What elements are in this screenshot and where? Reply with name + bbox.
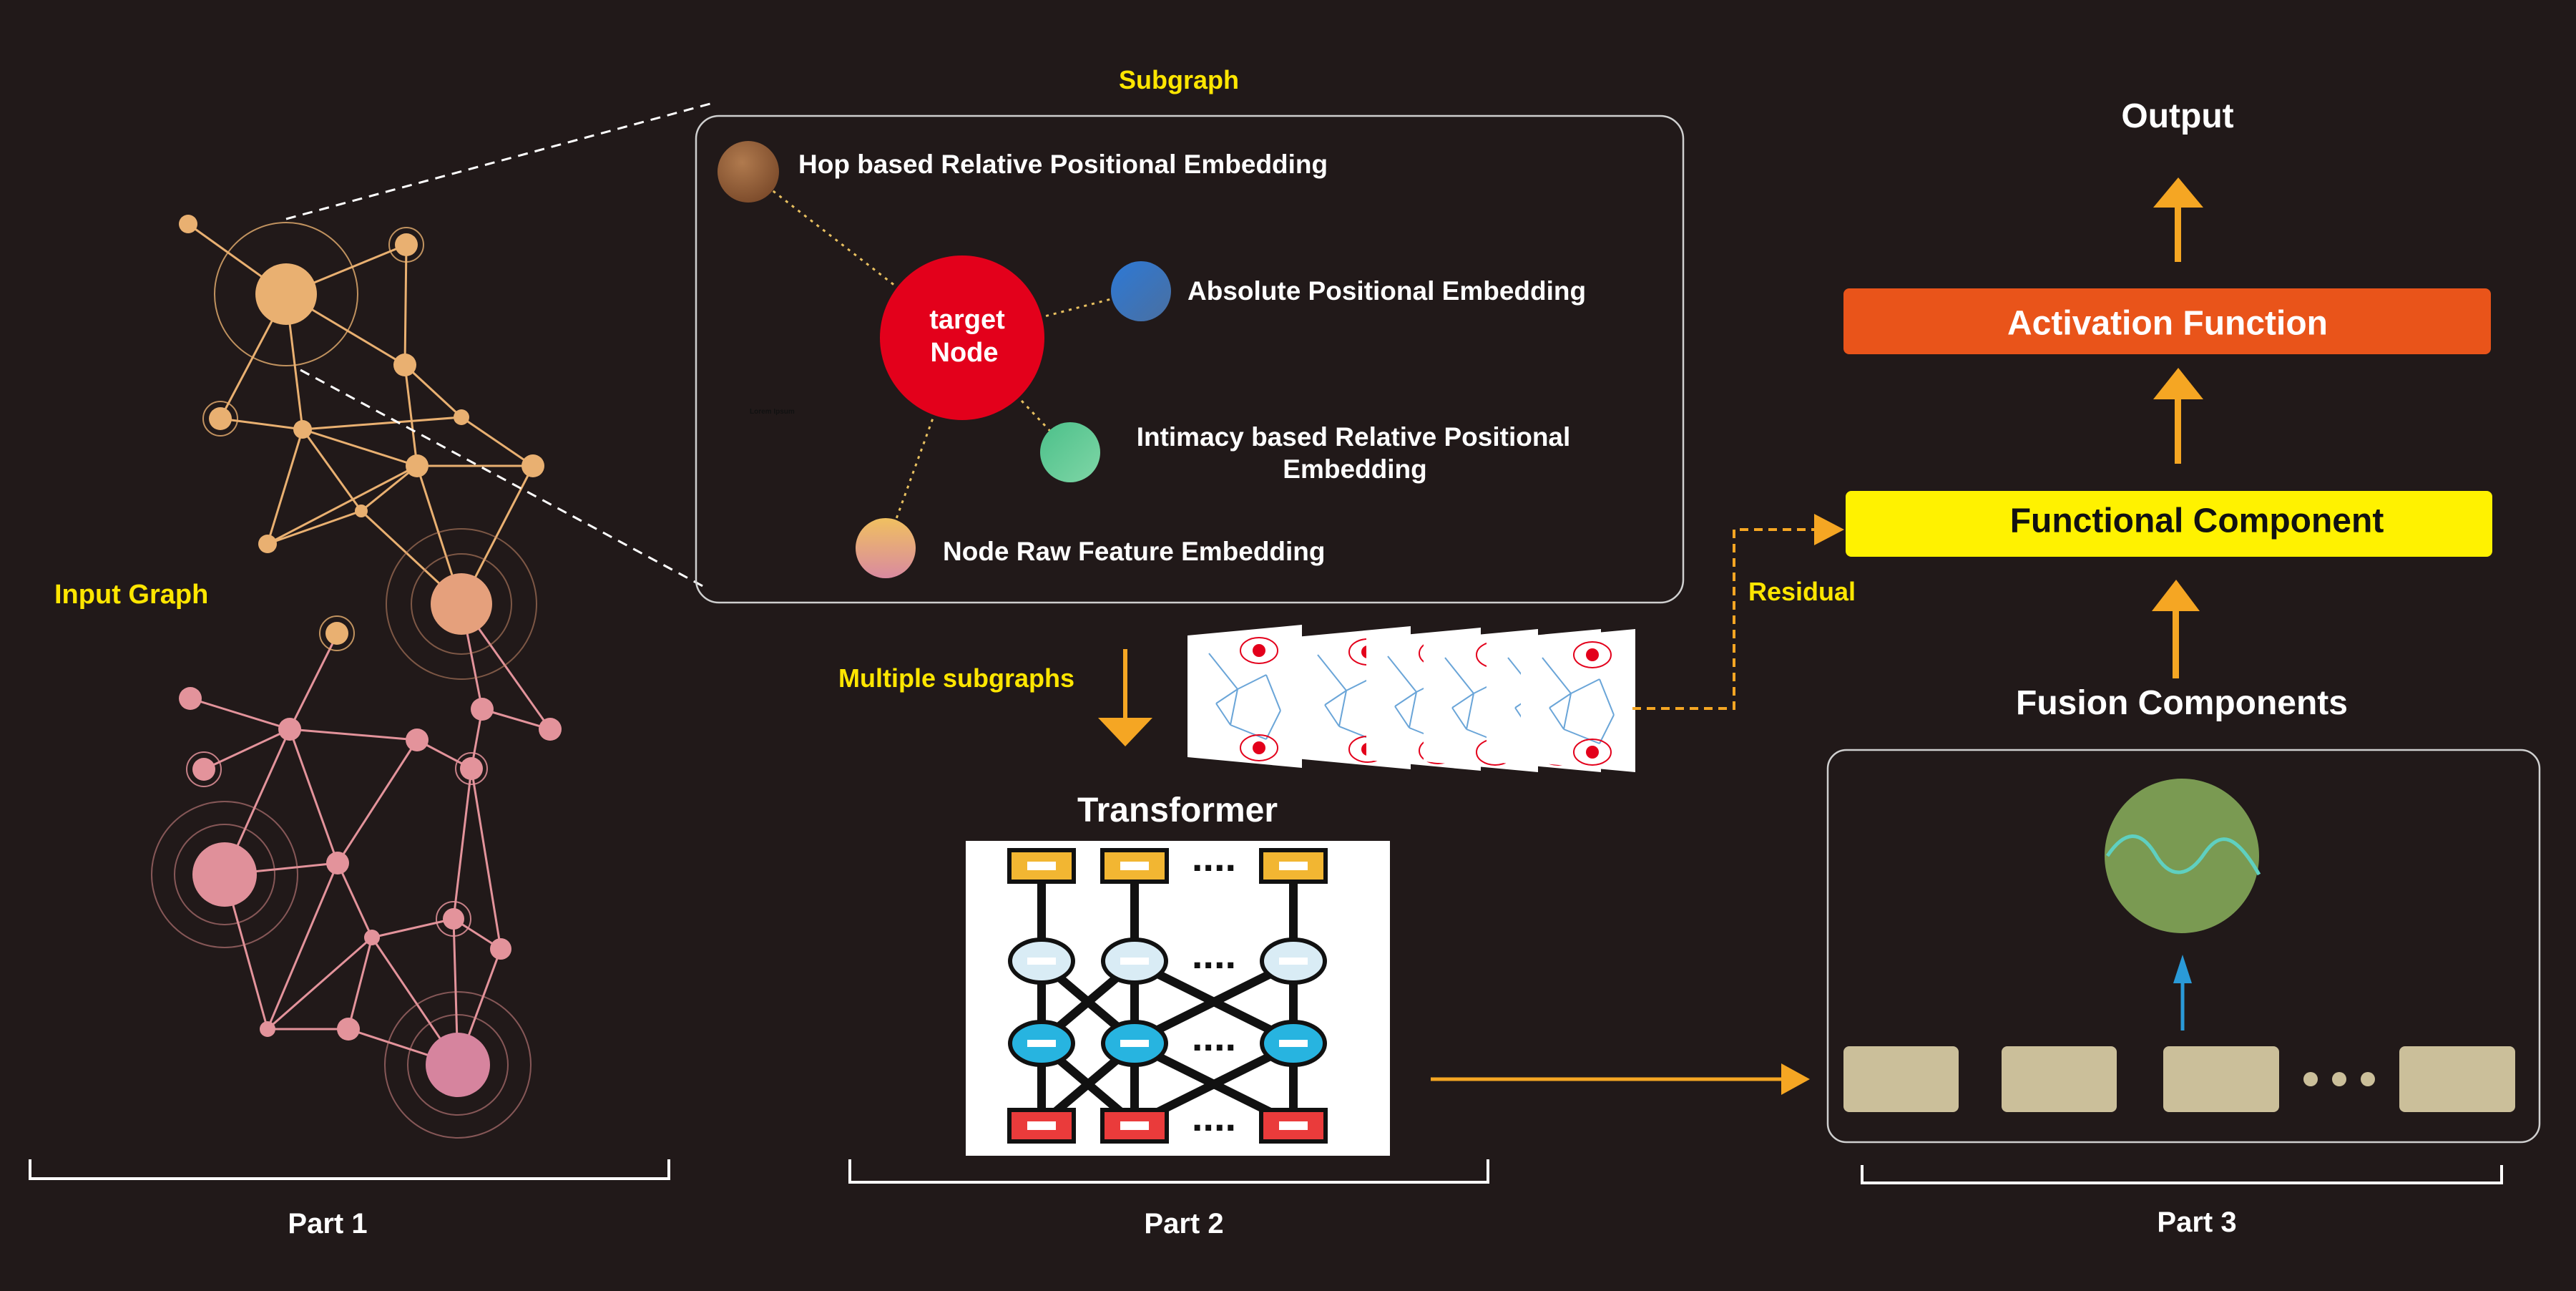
multiple-subgraphs-label: Multiple subgraphs (838, 663, 1074, 693)
target-node (880, 255, 1044, 420)
fusion-ellipsis-dots (2303, 1072, 2375, 1086)
absolute-embedding-label: Absolute Positional Embedding (1187, 276, 1586, 306)
subgraph-stack (1187, 625, 1635, 772)
part2-label: Part 2 (1144, 1208, 1223, 1239)
down-arrow-head (1098, 718, 1152, 746)
zoom-lines (285, 101, 716, 590)
hop-embedding-label: Hop based Relative Positional Embedding (798, 150, 1328, 179)
transformer-ellipsis-1: .... (1192, 834, 1236, 880)
activation-function-label: Activation Function (2007, 305, 2328, 343)
tiny-placeholder-text: Lorem Ipsum (750, 408, 795, 416)
functional-component-label: Functional Component (2010, 502, 2384, 540)
hop-embedding-node (718, 141, 779, 203)
transformer-to-fusion-arrowhead (1781, 1063, 1810, 1095)
subgraph-panel (695, 115, 1685, 604)
raw-feature-embedding-label: Node Raw Feature Embedding (943, 537, 1326, 566)
fusion-circle (2105, 779, 2259, 933)
transformer-ellipsis-3: .... (1192, 1014, 1236, 1059)
functional-component-bar (1846, 491, 2492, 557)
part1-label: Part 1 (288, 1208, 367, 1239)
subgraph-card (1187, 625, 1302, 768)
residual-label: Residual (1748, 577, 1856, 606)
target-node-line1: target (929, 305, 1005, 335)
output-label: Output (2121, 97, 2233, 135)
input-graph-label: Input Graph (54, 580, 208, 610)
intimacy-embedding-label-line1: Intimacy based Relative Positional (1137, 422, 1571, 452)
fusion-components-label: Fusion Components (2016, 684, 2348, 722)
fusion-up-arrowhead (2173, 955, 2192, 983)
intimacy-embedding-label-line2: Embedding (1283, 454, 1426, 484)
transformer-ellipsis-4: .... (1192, 1094, 1236, 1139)
part3-label: Part 3 (2157, 1207, 2236, 1238)
output-arrows (2152, 177, 2203, 678)
intimacy-embedding-node (1040, 422, 1100, 482)
subgraph-label: Subgraph (1119, 65, 1239, 94)
wave-icon (2105, 834, 2261, 876)
absolute-embedding-node (1111, 261, 1171, 321)
transformer-label: Transformer (1077, 791, 1278, 829)
graph-nodes (151, 215, 562, 1139)
residual-path (1632, 528, 1816, 710)
fusion-component-boxes (1843, 1046, 2515, 1112)
activation-function-bar (1843, 288, 2491, 354)
transformer-icon: .... .... .... .... (966, 834, 1390, 1156)
input-graph (151, 215, 562, 1139)
fusion-panel (1826, 749, 2541, 1144)
raw-feature-embedding-node (856, 518, 916, 578)
residual-arrowhead (1814, 514, 1844, 545)
target-node-line2: Node (931, 338, 999, 368)
transformer-ellipsis-2: .... (1192, 932, 1236, 977)
part-brackets (29, 1159, 2503, 1184)
subgraph-card (1521, 629, 1635, 772)
